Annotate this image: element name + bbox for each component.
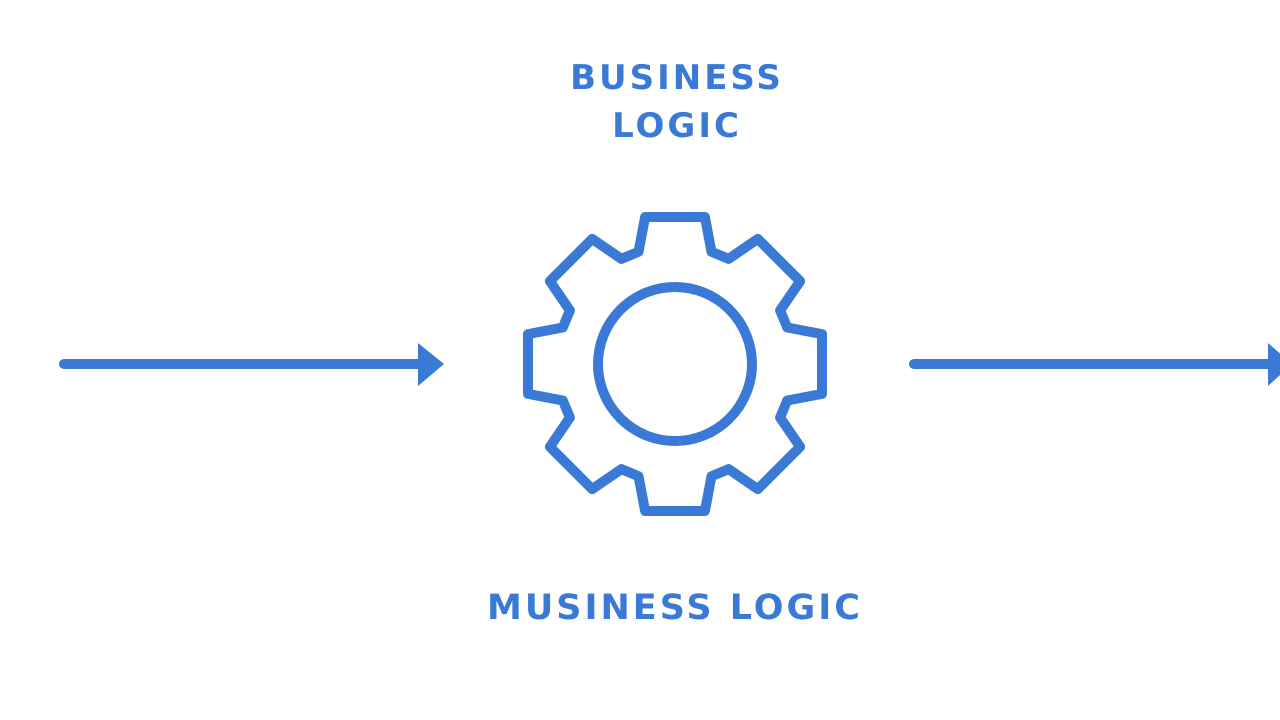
diagram-title-line-1: BUSINESS bbox=[570, 58, 784, 98]
gear-icon bbox=[523, 212, 827, 516]
input-arrow-icon bbox=[59, 343, 444, 386]
diagram-subtitle: MUSINESS LOGIC bbox=[487, 588, 863, 628]
output-arrow-icon bbox=[909, 343, 1280, 386]
diagram-title-line-2: LOGIC bbox=[612, 106, 742, 146]
